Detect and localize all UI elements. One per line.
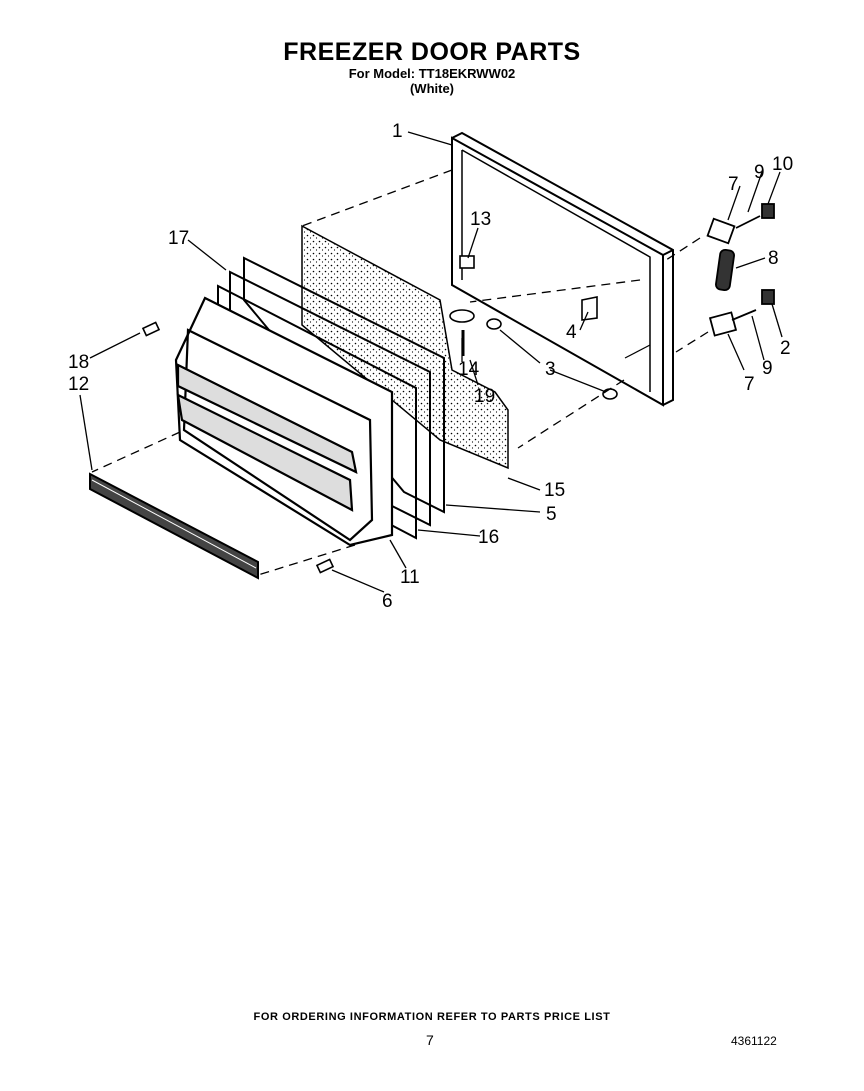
callout-16: 16 [478, 527, 499, 548]
callout-15: 15 [544, 480, 565, 501]
foam-insulation [301, 224, 509, 470]
callout-3: 3 [545, 359, 556, 380]
callout-8: 8 [768, 248, 779, 269]
callout-19: 19 [474, 386, 495, 407]
diagram-header: FREEZER DOOR PARTS For Model: TT18EKRWW0… [0, 38, 864, 96]
callout-1: 1 [392, 121, 403, 142]
callout-2: 2 [780, 338, 791, 359]
callout-11: 11 [400, 567, 420, 588]
callout-10: 10 [772, 154, 793, 175]
page-number: 7 [426, 1032, 434, 1048]
callout-12: 12 [68, 374, 89, 395]
ordering-note: FOR ORDERING INFORMATION REFER TO PARTS … [253, 1011, 611, 1023]
callout-14: 14 [458, 359, 480, 380]
model-line: For Model: TT18EKRWW02 [348, 66, 516, 81]
callout-labels: 1 2 3 4 5 6 7 7 8 9 9 10 11 12 13 14 15 … [68, 121, 793, 612]
alignment-lines [91, 169, 709, 576]
callout-18: 18 [68, 352, 89, 373]
hinge-assembly [706, 203, 775, 337]
outer-door-panel [451, 131, 674, 407]
callout-6: 6 [382, 591, 393, 612]
callout-9-top: 9 [754, 162, 765, 183]
callout-13: 13 [470, 209, 491, 230]
inner-door-liner [174, 296, 394, 547]
page-title: FREEZER DOOR PARTS [283, 38, 581, 66]
callout-7-top: 7 [728, 174, 739, 195]
color-line: (White) [409, 81, 455, 96]
callout-5: 5 [546, 504, 557, 525]
callout-9-bottom: 9 [762, 358, 773, 379]
document-number: 4361122 [731, 1034, 777, 1048]
small-hardware [141, 255, 618, 574]
callout-7-bottom: 7 [744, 374, 755, 395]
callout-17: 17 [168, 228, 189, 249]
bottom-trim-strip [89, 472, 259, 580]
callout-4: 4 [566, 322, 577, 343]
leader-lines [79, 131, 783, 593]
